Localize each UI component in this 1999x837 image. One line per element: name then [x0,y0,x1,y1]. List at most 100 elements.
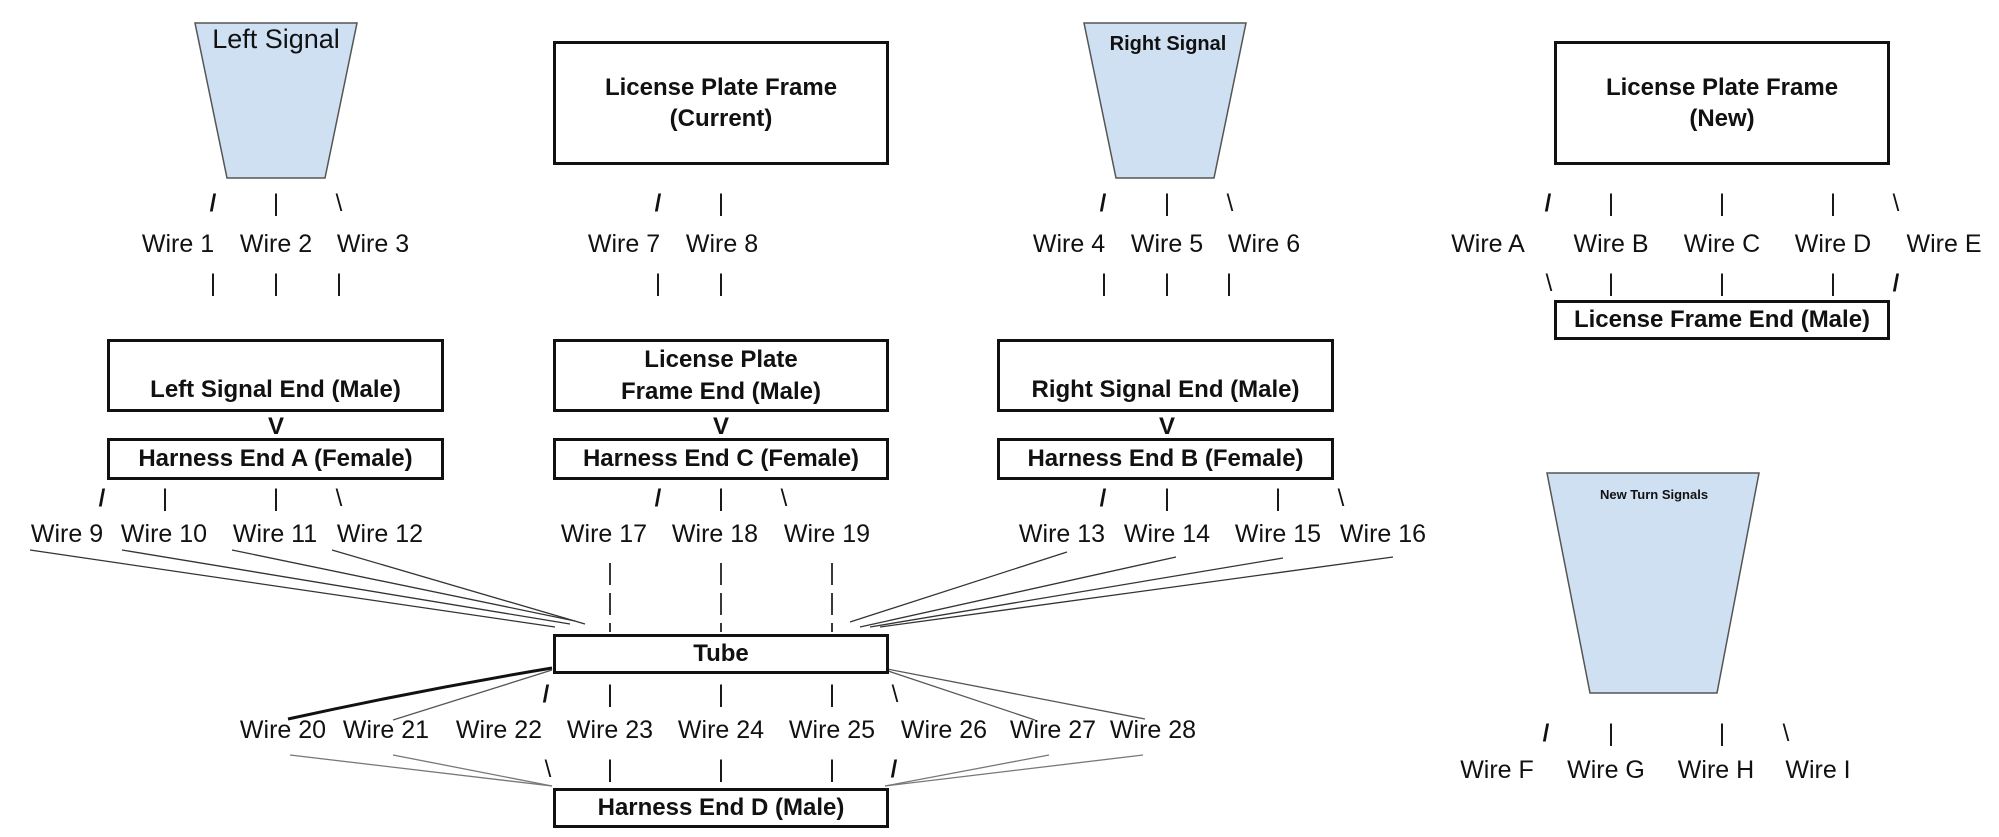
harness-end-c-box[interactable]: Harness End C (Female) [553,438,889,480]
wire-9-label: Wire 9 [30,520,104,548]
wire-12-label: Wire 12 [336,520,424,548]
tick-pipe: | [272,190,280,217]
tick-slash: / [98,485,106,512]
harness-end-b-label: Harness End B (Female) [1027,445,1304,473]
wire-4-label: Wire 4 [1032,230,1106,258]
wire-2-label: Wire 2 [239,230,313,258]
tick-slash: / [890,756,898,783]
tick-slash: / [209,190,217,217]
new-turn-signals-shape [1546,472,1760,694]
wire-d-label: Wire D [1794,230,1872,258]
tick-pipe: | [1163,190,1171,217]
license-plate-frame-end-box[interactable]: License Plate Frame End (Male) [553,339,889,412]
license-plate-frame-current-box[interactable]: License Plate Frame (Current) [553,41,889,165]
tick-pipe: | [272,270,280,297]
lpf-current-line1: License Plate Frame [604,73,838,101]
tick-pipe: | [1607,270,1615,297]
license-plate-frame-new-box[interactable]: License Plate Frame (New) [1554,41,1890,165]
wire-18-label: Wire 18 [671,520,759,548]
wire-28-label: Wire 28 [1109,716,1197,744]
wire-24-label: Wire 24 [677,716,765,744]
wire-a-label: Wire A [1451,230,1525,258]
wire-21-label: Wire 21 [342,716,430,744]
tick-slash: / [654,485,662,512]
harness-end-b-box[interactable]: Harness End B (Female) [997,438,1334,480]
wire-23-label: Wire 23 [566,716,654,744]
wire-b-label: Wire B [1573,230,1649,258]
tick-pipe: | [606,681,614,708]
tick-pipe: | [209,270,217,297]
tick-slash: / [654,190,662,217]
harness-end-d-box[interactable]: Harness End D (Male) [553,788,889,828]
lpf-end-line2: Frame End (Male) [620,377,822,405]
tick-pipe: | [606,756,614,783]
wire-c-label: Wire C [1683,230,1761,258]
wire-22-label: Wire 22 [455,716,543,744]
tick-pipe: | [1225,270,1233,297]
wire-20-label: Wire 20 [239,716,327,744]
wire-11-label: Wire 11 [232,520,318,548]
wire-14-label: Wire 14 [1123,520,1211,548]
tick-pipe: | [717,270,725,297]
tick-backslash: \ [335,485,343,512]
license-frame-end-label: License Frame End (Male) [1573,306,1871,334]
tick-backslash: \ [1782,720,1790,747]
tick-slash: / [542,681,550,708]
wire-1-label: Wire 1 [141,230,215,258]
tick-pipe: | [717,190,725,217]
tick-pipe: | [717,681,725,708]
right-signal-end-label: Right Signal End (Male) [1031,375,1300,403]
connector-mark: V [712,413,730,440]
lpf-new-line1: License Plate Frame [1605,73,1839,101]
tick-pipe: | [1163,270,1171,297]
wire-15-label: Wire 15 [1234,520,1322,548]
tick-pipe: | [1607,720,1615,747]
right-signal-label: Right Signal [1109,33,1227,55]
right-fan-in-lines [849,551,1394,628]
right-signal-end-box[interactable]: Right Signal End (Male) [997,339,1334,412]
dashed-lines-17-19 [609,563,833,632]
tick-slash: / [1544,190,1552,217]
tick-backslash: \ [335,190,343,217]
tick-pipe: | [717,756,725,783]
harness-end-c-label: Harness End C (Female) [582,445,860,473]
wire-26-label: Wire 26 [900,716,988,744]
connector-mark: V [267,413,285,440]
tube-box[interactable]: Tube [553,634,889,674]
tick-backslash: \ [780,485,788,512]
left-signal-shape [194,22,358,179]
tick-pipe: | [654,270,662,297]
left-signal-end-label: Left Signal End (Male) [150,375,401,403]
wire-7-label: Wire 7 [587,230,661,258]
left-signal-label: Left Signal [212,24,340,54]
tick-pipe: | [828,756,836,783]
wire-f-label: Wire F [1460,756,1534,784]
wire-h-label: Wire H [1677,756,1755,784]
tick-backslash: \ [1337,485,1345,512]
lpf-new-line2: (New) [1689,105,1755,132]
wire-8-label: Wire 8 [685,230,759,258]
wire-13-label: Wire 13 [1018,520,1106,548]
wire-6-label: Wire 6 [1227,230,1301,258]
wire-10-label: Wire 10 [120,520,208,548]
harness-end-d-label: Harness End D (Male) [597,794,845,822]
wire-25-label: Wire 25 [788,716,876,744]
tick-pipe: | [1163,485,1171,512]
tick-pipe: | [272,485,280,512]
tick-slash: / [1542,720,1550,747]
tick-backslash: \ [1892,190,1900,217]
lpf-end-line1: License Plate [644,346,798,374]
tick-pipe: | [1607,190,1615,217]
tick-slash: / [1099,190,1107,217]
wire-27-label: Wire 27 [1009,716,1097,744]
wire-e-label: Wire E [1906,230,1982,258]
tick-pipe: | [161,485,169,512]
harness-end-a-box[interactable]: Harness End A (Female) [107,438,444,480]
license-frame-end-box[interactable]: License Frame End (Male) [1554,300,1890,340]
left-signal-end-box[interactable]: Left Signal End (Male) [107,339,444,412]
tick-pipe: | [828,681,836,708]
tick-pipe: | [1718,720,1726,747]
tube-out-lines [287,666,1146,721]
tick-backslash: \ [1226,190,1234,217]
